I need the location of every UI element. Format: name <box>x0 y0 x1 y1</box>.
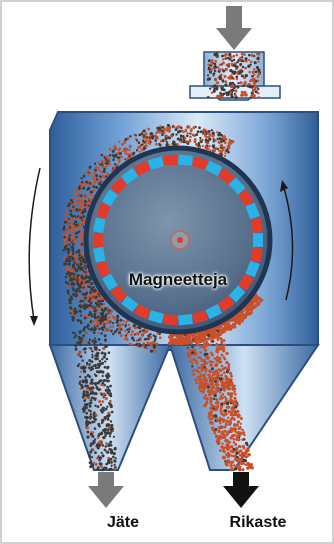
waste-output-label: Jäte <box>88 514 158 532</box>
magnet-block <box>163 155 178 166</box>
magnet-block <box>253 233 263 247</box>
magnets-label: Magneetteja <box>108 270 248 290</box>
concentrate-arrow-icon <box>223 472 259 508</box>
waste-arrow-icon <box>88 472 124 508</box>
magnet-block <box>178 155 193 166</box>
concentrate-output-label: Rikaste <box>208 514 308 532</box>
waste-funnel <box>50 345 170 470</box>
feed-arrow-icon <box>216 6 252 50</box>
magnet-block <box>178 314 193 325</box>
drum-axle <box>171 231 189 249</box>
magnet-block <box>93 233 103 247</box>
magnet-block <box>163 314 178 325</box>
